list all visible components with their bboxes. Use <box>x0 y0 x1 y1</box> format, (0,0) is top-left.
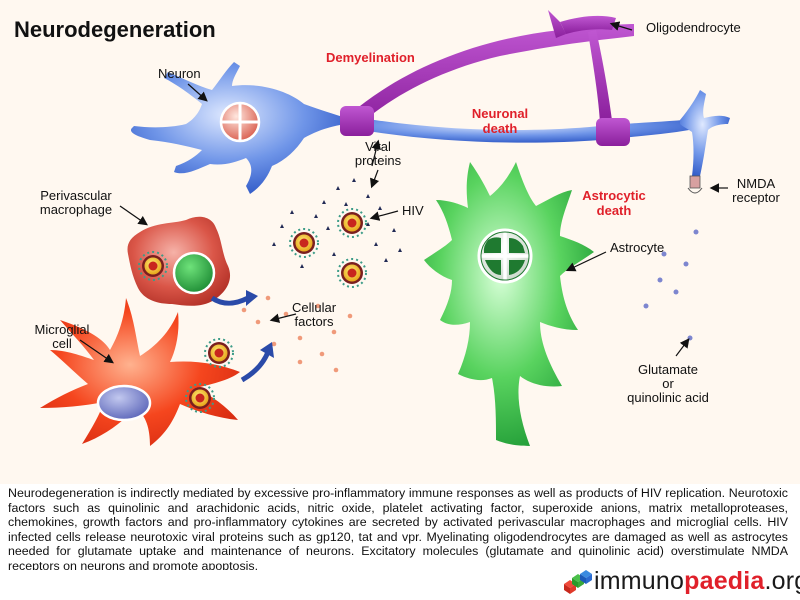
neuron-nucleus <box>219 101 261 143</box>
label-nmda-line1: NMDA <box>737 176 776 191</box>
microglia-release-arrow <box>240 351 271 383</box>
astrocyte-nucleus <box>477 228 533 284</box>
label-demyelination: Demyelination <box>326 50 415 65</box>
label-hiv: HIV <box>402 203 424 218</box>
microglial-cell <box>40 298 240 446</box>
myelin-sheath <box>350 24 634 126</box>
cellular-factors-dots <box>241 295 353 373</box>
astrocyte-body <box>424 162 594 446</box>
brand-part-3: .org <box>764 567 800 595</box>
oligodendrocyte-cell <box>340 10 634 146</box>
label-glutamate-line3: quinolinic acid <box>627 390 709 405</box>
brand-part-1: immuno <box>594 567 685 595</box>
label-microglial-line1: Microglial <box>35 322 90 337</box>
label-oligodendrocyte: Oligodendrocyte <box>646 20 741 35</box>
myelin-wrap-right <box>596 118 630 146</box>
label-glutamate-line2: or <box>662 376 674 391</box>
figure-caption: Neurodegeneration is indirectly mediated… <box>8 486 788 570</box>
label-viral-proteins-line1: Viral <box>365 139 391 154</box>
label-cellular-factors-line2: factors <box>294 314 334 329</box>
label-perivascular-line2: macrophage <box>40 202 112 217</box>
microglia-body <box>40 298 240 446</box>
label-astrocytic-death-line2: death <box>597 203 632 218</box>
diagram-title: Neurodegeneration <box>14 17 216 42</box>
brand-wordmark[interactable]: immunopaedia.org <box>594 566 800 596</box>
label-nmda-line2: receptor <box>732 190 780 205</box>
label-neuron: Neuron <box>158 66 201 81</box>
neuron-terminal <box>680 90 730 176</box>
label-cellular-factors-line1: Cellular <box>292 300 337 315</box>
brand-logo: immunopaedia.org <box>560 566 800 596</box>
brand-part-2: paedia <box>684 567 765 595</box>
macrophage-nucleus <box>172 251 216 295</box>
microglia-nucleus <box>96 384 152 422</box>
label-glutamate-line1: Glutamate <box>638 362 698 377</box>
leader-arrows <box>79 21 728 364</box>
brand-cubes-icon <box>564 570 592 594</box>
nmda-receptor <box>687 175 703 194</box>
macrophage-release-arrow <box>210 295 250 306</box>
label-neuronal-death-line2: death <box>483 121 518 136</box>
label-microglial-line2: cell <box>52 336 72 351</box>
myelin-wrap-left <box>340 106 374 136</box>
perivascular-macrophage <box>127 216 231 306</box>
label-astrocyte: Astrocyte <box>610 240 664 255</box>
label-viral-proteins-line2: proteins <box>355 153 402 168</box>
viral-proteins-cluster <box>272 178 402 268</box>
label-perivascular-line1: Perivascular <box>40 188 112 203</box>
label-astrocytic-death-line1: Astrocytic <box>582 188 646 203</box>
astrocyte-cell <box>424 162 594 446</box>
label-neuronal-death-line1: Neuronal <box>472 106 528 121</box>
